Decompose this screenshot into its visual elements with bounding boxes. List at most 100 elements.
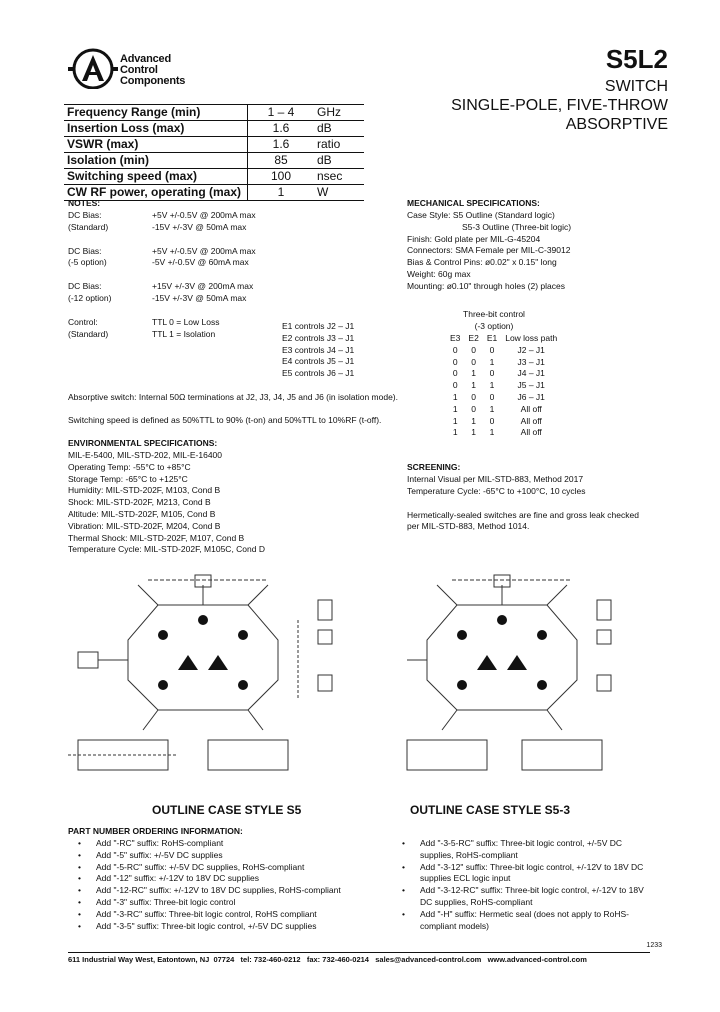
threebit-cell: J2 – J1 [517, 344, 545, 355]
env-line: Storage Temp: -65°C to +125°C [68, 473, 188, 484]
spec-value: 85 [247, 152, 314, 169]
env-line: Shock: MIL-STD-202F, M213, Cond B [68, 497, 211, 508]
env-line: MIL-E-5400, MIL-STD-202, MIL-E-16400 [68, 450, 223, 460]
env-line: Thermal Shock: MIL-STD-202F, M107, Cond … [68, 532, 245, 543]
outline-drawing-s5 [68, 574, 333, 771]
threebit-cell: 0 [471, 391, 476, 402]
threebit-cell: 1 [489, 403, 495, 414]
outline-title-s5-3: OUTLINE CASE STYLE S5-3 [410, 803, 571, 817]
control-option: (Standard) [68, 328, 109, 339]
ordering-item: Add "-3-5" suffix: Three-bit logic contr… [68, 921, 341, 933]
threebit-cell: 1 [489, 427, 495, 438]
spec-param: VSWR (max) [64, 136, 248, 153]
env-line: Altitude: MIL-STD-202F, M105, Cond B [68, 508, 216, 519]
spec-value: 100 [247, 168, 314, 185]
threebit-cell: 0 [489, 368, 495, 379]
footer-rule [68, 952, 650, 953]
bias1-value2: -15V +/-3V @ 50mA max [152, 221, 247, 232]
threebit-cell: All off [520, 427, 542, 438]
part-number: S5L2 [605, 44, 668, 74]
ordering-list-right: Add "-3-5-RC" suffix: Three-bit logic co… [392, 838, 644, 932]
mech-mounting: Mounting: ø0.10" through holes (2) place… [407, 280, 565, 291]
ordering-item-line: compliant models) [420, 920, 489, 931]
company-line2: Control [120, 64, 158, 76]
bias2-label: DC Bias: [68, 245, 102, 256]
threebit-cell: 1 [471, 368, 476, 379]
e3-map: E3 controls J4 – J1 [282, 344, 355, 355]
company-logo [68, 45, 118, 94]
outline-title-s5: OUTLINE CASE STYLE S5 [152, 803, 302, 817]
mech-pins: Bias & Control Pins: ø0.02" x 0.15" long [407, 257, 557, 268]
bias1-label: DC Bias: [68, 210, 102, 220]
env-line: Temperature Cycle: MIL-STD-202F, M105C, … [68, 544, 265, 555]
env-line: Operating Temp: -55°C to +85°C [68, 461, 191, 472]
ordering-item-line: Add "-3-5-RC" suffix: Three-bit logic co… [420, 838, 623, 848]
mech-case-style: Case Style: S5 Outline (Standard logic) [407, 210, 555, 220]
control-value2: TTL 1 = Isolation [152, 328, 216, 339]
spec-param: Switching speed (max) [64, 168, 248, 185]
env-line: Vibration: MIL-STD-202F, M204, Cond B [68, 520, 221, 531]
threebit-cell: 1 [452, 415, 458, 426]
control-mapping: E1 controls J2 – J1 E2 controls J3 – J1 … [282, 321, 354, 380]
control-value1: TTL 0 = Low Loss [152, 316, 220, 327]
spec-param: CW RF power, operating (max) [64, 184, 248, 201]
screening-method: per MIL-STD-883, Method 1014. [407, 521, 530, 532]
bias2-value2: -5V +/-0.5V @ 60mA max [152, 257, 249, 268]
threebit-cell: 0 [471, 403, 476, 414]
footer-contact: 611 Industrial Way West, Eatontown, NJ 0… [68, 955, 587, 964]
threebit-cell: 1 [452, 427, 458, 438]
mech-connectors: Connectors: SMA Female per MIL-C-39012 [407, 245, 571, 256]
screening-visual: Internal Visual per MIL-STD-883, Method … [407, 474, 584, 484]
bias3-value1: +15V +/-3V @ 200mA max [152, 281, 254, 292]
e1-map: E1 controls J2 – J1 [282, 321, 355, 331]
spec-value: 1.6 [247, 120, 314, 137]
title-block: S5L2 SWITCH SINGLE-POLE, FIVE-THROW ABSO… [451, 44, 668, 134]
ordering-item: Add "-3-RC" suffix: Three-bit logic cont… [68, 909, 341, 921]
threebit-cell: 1 [471, 380, 476, 391]
e2-map: E2 controls J3 – J1 [282, 332, 355, 343]
spec-unit: W [314, 184, 364, 201]
ordering-heading: PART NUMBER ORDERING INFORMATION: [68, 826, 243, 836]
threebit-cell: 1 [471, 415, 476, 426]
threebit-header-cell: E2 [468, 333, 479, 343]
threebit-cell: 1 [489, 356, 495, 367]
threebit-cell: 1 [489, 380, 495, 391]
spec-unit: ratio [314, 136, 364, 153]
screening-hermetic: Hermetically-sealed switches are fine an… [407, 509, 639, 520]
e4-map: E4 controls J5 – J1 [282, 356, 355, 367]
threebit-cell: All off [520, 415, 542, 426]
threebit-cell: 1 [452, 391, 458, 402]
ordering-item: Add "-3-12-RC" suffix: Three-bit logic c… [392, 885, 644, 909]
notes-heading: NOTES: [68, 198, 101, 208]
e5-map: E5 controls J6 – J1 [282, 368, 355, 379]
threebit-title: Three-bit control (-3 option) [448, 309, 540, 333]
ordering-item-line: Add "-3-12-RC" suffix: Three-bit logic c… [420, 885, 644, 896]
ordering-item-line: Add "-3-12" suffix: Three-bit logic cont… [420, 861, 644, 872]
title-line-1: SWITCH [604, 78, 668, 95]
spec-value: 1.6 [247, 136, 314, 153]
ordering-item: Add "-RC" suffix: RoHS-compliant [68, 838, 341, 850]
threebit-header-cell: Low loss path [505, 333, 558, 343]
threebit-title1: Three-bit control [463, 309, 525, 319]
spec-value: 1 [247, 184, 314, 201]
ordering-item: Add "-3-5-RC" suffix: Three-bit logic co… [392, 838, 644, 862]
ordering-item: Add "-3" suffix: Three-bit logic control [68, 897, 341, 909]
threebit-cell: 0 [452, 344, 458, 355]
threebit-title2: (-3 option) [474, 320, 514, 331]
bias1-value1: +5V +/-0.5V @ 200mA max [152, 210, 256, 220]
screening-lines: Internal Visual per MIL-STD-883, Method … [407, 474, 639, 533]
bias2-value1: +5V +/-0.5V @ 200mA max [152, 245, 256, 256]
bias2-option: (-5 option) [68, 257, 107, 268]
spec-param: Isolation (min) [64, 152, 248, 169]
threebit-cell: J5 – J1 [517, 380, 545, 391]
ordering-item: Add "-H" suffix: Hermetic seal (does not… [392, 909, 644, 933]
control-label: Control: [68, 316, 98, 327]
